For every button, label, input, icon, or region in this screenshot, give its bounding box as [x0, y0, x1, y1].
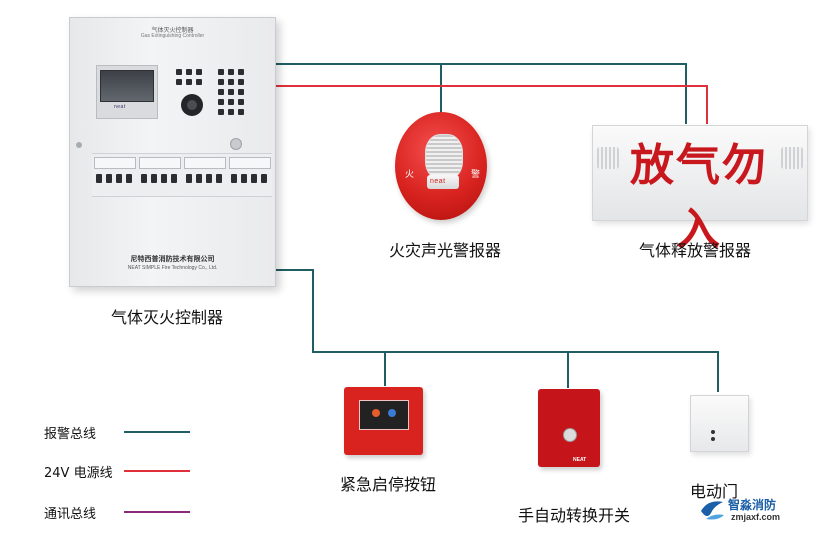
- legend-power-line-label: 24V 电源线: [44, 466, 113, 481]
- legend-comm-bus-line: [124, 511, 190, 513]
- controller-nav-dial-center: [187, 100, 197, 110]
- controller-company-name-en: NEAT SIMPLE Fire Technology Co., Ltd.: [127, 265, 218, 271]
- controller-panel-title: 气体灭火控制器: [151, 28, 194, 34]
- watermark-logo-icon: [701, 501, 724, 520]
- controller-company-name: 尼特西普消防技术有限公司: [130, 256, 215, 263]
- gas-release-alarm-label: 气体释放警报器: [639, 241, 752, 260]
- controller-keypad: [174, 65, 250, 117]
- horn-strobe-lens: [427, 175, 459, 189]
- gas-extinguishing-controller: 气体灭火控制器 Gas Extinguishing Controller nea…: [69, 17, 276, 287]
- controller-display-screen: [100, 70, 154, 102]
- alarm-bus-top: [274, 63, 687, 124]
- horn-char-right: 警: [471, 169, 481, 179]
- manual-auto-switch-label: 手自动转换开关: [518, 506, 631, 525]
- sign-warning-text: 放气勿入: [630, 140, 768, 255]
- horn-speaker-grille: [425, 134, 463, 180]
- emergency-button-label: 紧急启停按钮: [340, 475, 437, 494]
- controller-panel-title-en: Gas Extinguishing Controller: [140, 33, 205, 39]
- legend-alarm-bus-line: [124, 431, 190, 433]
- switch-key-lock-icon: [563, 428, 577, 442]
- estop-button-window: [359, 400, 409, 430]
- watermark-name: 智淼消防: [728, 498, 777, 512]
- power-line: [274, 85, 708, 124]
- gas-release-alarm-sign: [592, 125, 808, 221]
- controller-zone-panel: [92, 153, 272, 197]
- door-release-module: [690, 395, 749, 452]
- watermark-url: zmjaxf.com: [731, 512, 781, 522]
- sign-speaker-right: [781, 147, 803, 169]
- alarm-bus-bottom: [274, 269, 719, 392]
- sign-speaker-left: [597, 147, 619, 169]
- legend-power-line-line: [124, 470, 190, 472]
- cabinet-lock-icon: [76, 142, 82, 148]
- controller-label: 气体灭火控制器: [111, 308, 224, 327]
- legend-comm-bus-label: 通讯总线: [44, 507, 97, 522]
- legend-alarm-bus-label: 报警总线: [44, 427, 97, 442]
- horn-brand-logo: neat: [430, 178, 446, 185]
- horn-char-left: 火: [405, 169, 415, 179]
- door-label: 电动门: [690, 482, 739, 501]
- controller-key-switch: [230, 138, 242, 150]
- fire-alarm-horn-label: 火灾声光警报器: [389, 241, 502, 260]
- switch-brand: NEAT: [573, 457, 587, 463]
- controller-brand-logo: neat: [114, 104, 126, 110]
